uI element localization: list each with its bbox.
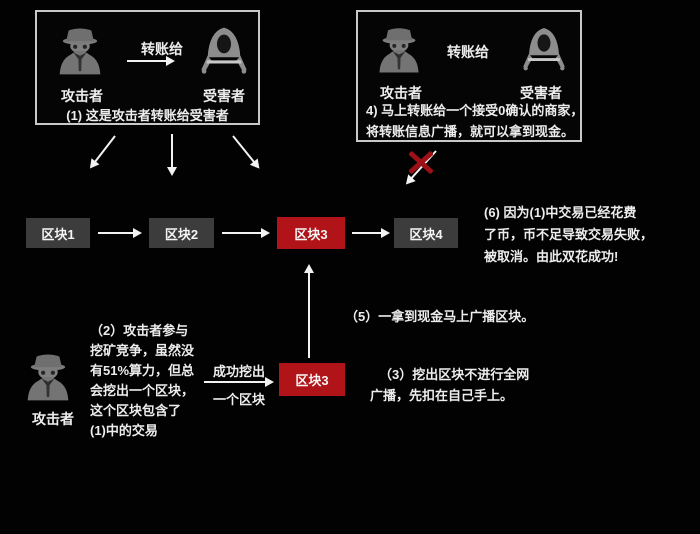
block-4: 区块4 <box>394 218 458 248</box>
broadcast-arrow-right <box>232 135 259 168</box>
note-2-line: （2）攻击者参与 <box>90 323 189 338</box>
note-6-line: (6) 因为(1)中交易已经花费 <box>484 205 637 220</box>
mined-block-3-red: 区块3 <box>279 363 345 396</box>
scene-4-box: 转账给 攻击者 受害者 4) 马上转账给一个接受0确认的商家， 将转账信息广播，… <box>356 10 583 142</box>
note-2-line: 这个区块包含了 <box>90 403 182 418</box>
note-3-line: 广播，先扣在自己手上。 <box>370 388 514 403</box>
note-6-line: 被取消。由此双花成功! <box>484 249 619 264</box>
miner-label: 攻击者 <box>32 411 74 427</box>
block-2: 区块2 <box>149 218 214 248</box>
miner-attacker-spy-icon <box>22 346 74 406</box>
note-2-line: (1)中的交易 <box>90 423 158 438</box>
note-3: （3）挖出区块不进行全网 广播，先扣在自己手上。 <box>370 364 529 406</box>
scene-4-caption-line: 将转账信息广播，就可以拿到现金。 <box>366 124 575 139</box>
note-2-line: 挖矿竞争，虽然没 <box>90 343 195 358</box>
note-6-line: 了币，币不足导致交易失败， <box>484 227 654 242</box>
chain-arrow-1-2 <box>98 228 142 238</box>
scene-4-caption: 4) 马上转账给一个接受0确认的商家， 将转账信息广播，就可以拿到现金。 <box>366 100 583 142</box>
attacker-spy-icon <box>54 23 106 77</box>
victim-hooded-icon <box>521 24 567 75</box>
chain-arrow-2-3 <box>222 228 270 238</box>
scene-4-caption-line: 4) 马上转账给一个接受0确认的商家， <box>366 103 584 118</box>
note-2-line: 有51%算力，但总 <box>90 363 195 378</box>
attacker-spy-icon <box>374 23 424 75</box>
victim-label: 受害者 <box>203 88 245 104</box>
transfer-arrow <box>127 56 175 66</box>
scene-1-box: 转账给 攻击者 受害者 (1) 这是攻击者转账给受害者 <box>35 10 260 125</box>
note-2: （2）攻击者参与 挖矿竞争，虽然没 有51%算力，但总 会挖出一个区块， 这个区… <box>90 321 194 441</box>
mining-arrow-top-label: 成功挖出 <box>212 364 265 379</box>
victim-hooded-icon <box>199 25 249 77</box>
mining-arrow <box>204 377 274 387</box>
attacker-label: 攻击者 <box>380 85 422 101</box>
chain-arrow-3-4 <box>352 228 390 238</box>
transfer-label: 转账给 <box>447 44 489 60</box>
mining-arrow-bottom-label: 一个区块 <box>212 392 265 407</box>
block-1: 区块1 <box>26 218 90 248</box>
note-2-line: 会挖出一个区块， <box>90 383 195 398</box>
note-5: （5）一拿到现金马上广播区块。 <box>345 309 535 324</box>
block-3-red: 区块3 <box>277 217 345 249</box>
broadcast-arrow-middle <box>171 134 173 174</box>
transfer-label: 转账给 <box>141 41 183 57</box>
victim-label: 受害者 <box>520 85 562 101</box>
attacker-label: 攻击者 <box>61 88 103 104</box>
note-6: (6) 因为(1)中交易已经花费 了币，币不足导致交易失败， 被取消。由此双花成… <box>484 202 653 268</box>
publish-block-arrow <box>304 264 314 358</box>
note-3-line: （3）挖出区块不进行全网 <box>379 367 530 382</box>
scene-1-caption: (1) 这是攻击者转账给受害者 <box>66 108 229 123</box>
broadcast-arrow-left <box>90 135 116 168</box>
